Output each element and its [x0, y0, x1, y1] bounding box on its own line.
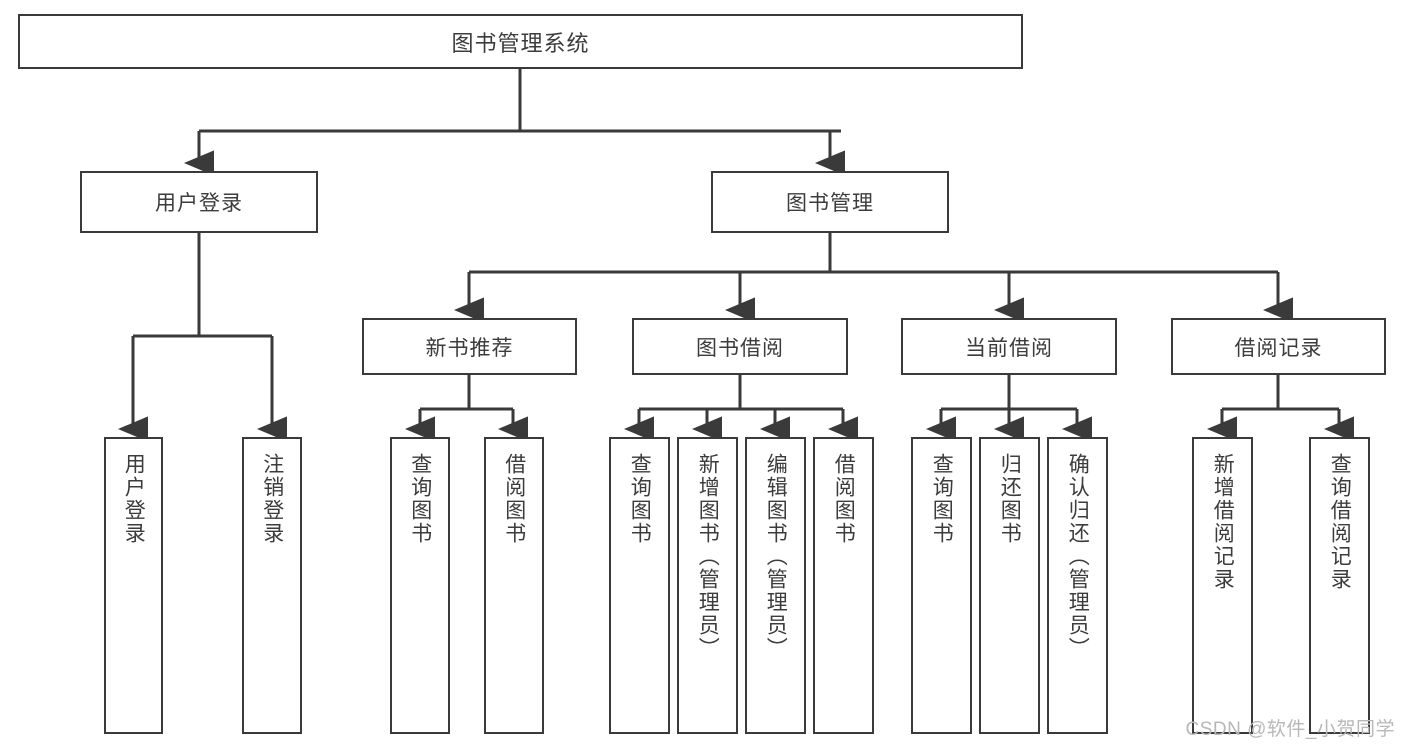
node-borrow-record-label: 借阅记录 — [1234, 336, 1323, 360]
node-user-login-label: 用户登录 — [155, 192, 243, 215]
node-new-book-recommend[interactable]: 新书推荐 — [362, 318, 577, 375]
node-leaf-edit-book-admin-label: 编辑图书（管理员） — [764, 453, 788, 660]
node-book-management[interactable]: 图书管理 — [711, 171, 949, 233]
node-book-management-label: 图书管理 — [786, 192, 874, 215]
node-leaf-add-book-admin[interactable]: 新增图书（管理员） — [677, 437, 738, 734]
node-leaf-query-book-borrow[interactable]: 查询图书 — [609, 437, 670, 734]
node-leaf-lend-book-label: 借阅图书 — [832, 453, 856, 545]
node-root-label: 图书管理系统 — [451, 30, 590, 56]
node-root-system[interactable]: 图书管理系统 — [18, 14, 1023, 69]
node-leaf-add-book-admin-label: 新增图书（管理员） — [696, 453, 720, 660]
node-leaf-query-book-current-label: 查询图书 — [930, 453, 954, 545]
node-book-borrow-label: 图书借阅 — [696, 336, 784, 360]
node-leaf-query-book-borrow-label: 查询图书 — [628, 453, 652, 545]
node-current-borrow-label: 当前借阅 — [965, 336, 1053, 360]
node-new-book-recommend-label: 新书推荐 — [425, 336, 514, 360]
node-leaf-query-borrow-record-label: 查询借阅记录 — [1328, 453, 1352, 591]
node-leaf-user-login[interactable]: 用户登录 — [104, 437, 163, 734]
node-leaf-confirm-return-admin-label: 确认归还（管理员） — [1066, 453, 1090, 660]
node-leaf-query-book-current[interactable]: 查询图书 — [911, 437, 972, 734]
node-leaf-logout-label: 注销登录 — [260, 453, 284, 545]
node-current-borrow[interactable]: 当前借阅 — [901, 318, 1117, 375]
node-leaf-query-book-recommend[interactable]: 查询图书 — [390, 437, 450, 734]
node-leaf-borrow-book-recommend[interactable]: 借阅图书 — [484, 437, 544, 734]
node-leaf-confirm-return-admin[interactable]: 确认归还（管理员） — [1047, 437, 1108, 734]
node-leaf-query-book-recommend-label: 查询图书 — [408, 453, 432, 545]
node-leaf-user-login-label: 用户登录 — [122, 453, 146, 545]
node-book-borrow[interactable]: 图书借阅 — [632, 318, 848, 375]
node-leaf-query-borrow-record[interactable]: 查询借阅记录 — [1309, 437, 1370, 734]
csdn-watermark: CSDN @软件_小贺同学 — [1185, 719, 1395, 740]
node-leaf-add-borrow-record[interactable]: 新增借阅记录 — [1192, 437, 1253, 734]
node-leaf-return-book[interactable]: 归还图书 — [979, 437, 1040, 734]
node-leaf-borrow-book-recommend-label: 借阅图书 — [502, 453, 526, 545]
node-leaf-logout[interactable]: 注销登录 — [242, 437, 302, 734]
node-leaf-edit-book-admin[interactable]: 编辑图书（管理员） — [745, 437, 806, 734]
node-borrow-record[interactable]: 借阅记录 — [1171, 318, 1386, 375]
node-leaf-return-book-label: 归还图书 — [998, 453, 1022, 545]
node-user-login[interactable]: 用户登录 — [80, 171, 318, 233]
node-leaf-add-borrow-record-label: 新增借阅记录 — [1211, 453, 1235, 591]
node-leaf-lend-book[interactable]: 借阅图书 — [813, 437, 874, 734]
